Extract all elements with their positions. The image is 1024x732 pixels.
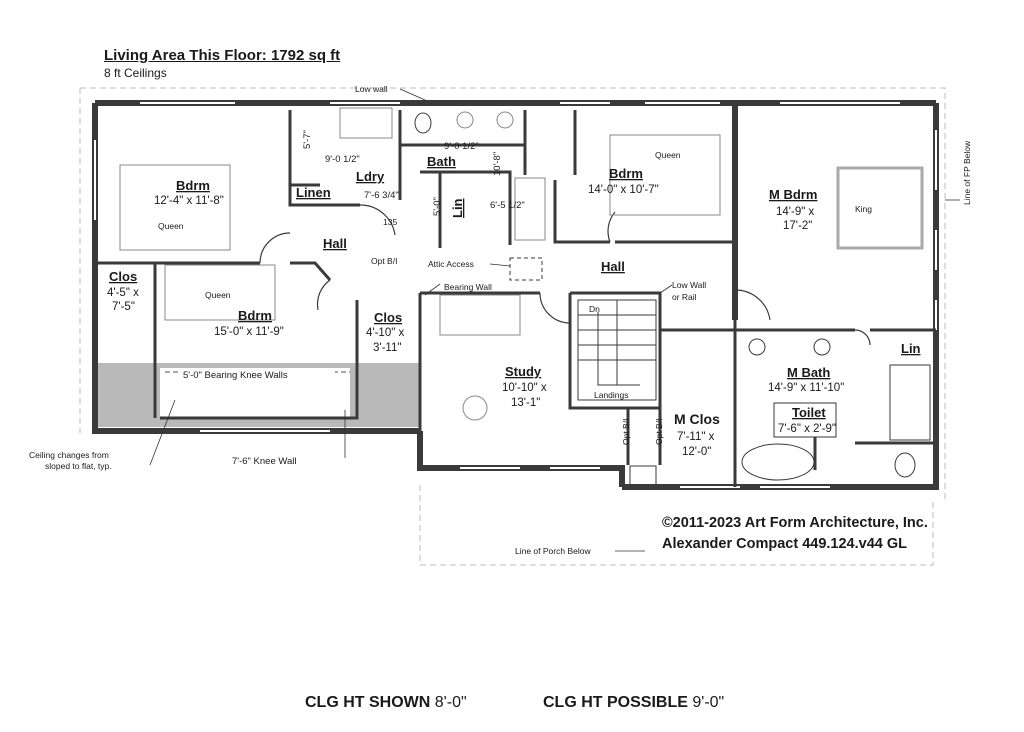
dim-5-0: 5'-0" — [432, 197, 443, 216]
mbath-dims: 14'-9" x 11'-10" — [768, 382, 844, 394]
plan-header: Living Area This Floor: 1792 sq ft 8 ft … — [104, 47, 340, 80]
dim-10-8: 10'-8" — [492, 152, 503, 176]
staircase — [577, 299, 657, 401]
dim-5-7: 5'-7" — [302, 130, 313, 149]
bed-label-queen-3: Queen — [655, 150, 681, 160]
mbath-label: M Bath — [787, 365, 830, 380]
ceiling-shown: CLG HT SHOWN 8'-0" — [305, 694, 467, 712]
ceiling-possible-value: 9'-0" — [692, 694, 725, 711]
hall-label-1: Hall — [323, 236, 347, 251]
bdrm-sw-dims: 15'-0" x 11'-9" — [214, 326, 284, 338]
plan-model-line: Alexander Compact 449.124.v44 GL — [662, 536, 908, 552]
bearing-wall-note: Bearing Wall — [444, 282, 492, 292]
stair-dn: Dn — [589, 304, 600, 314]
fixtures — [119, 107, 931, 487]
roof-outline — [79, 87, 946, 566]
opt-bi-vertical-1: Opt B/I — [621, 419, 631, 445]
lin-label-1: Lin — [450, 198, 465, 218]
ceiling-height-note: 8 ft Ceilings — [104, 66, 167, 80]
study-dims-2: 13'-1" — [511, 397, 540, 409]
clos-label-2: Clos — [374, 310, 402, 325]
ceiling-changes-note-1: Ceiling changes from — [29, 450, 109, 460]
dim-9-0-left: 9'-0 1/2" — [325, 154, 360, 165]
bed-label-king: King — [855, 204, 872, 214]
linen-label: Linen — [296, 185, 331, 200]
mbdrm-label: M Bdrm — [769, 187, 817, 202]
ceiling-possible: CLG HT POSSIBLE 9'-0" — [543, 694, 724, 712]
leader-lines — [149, 88, 960, 552]
bearing-knee-walls-note: 5'-0" Bearing Knee Walls — [183, 370, 288, 381]
bath-label: Bath — [427, 154, 456, 169]
line-fp-note: Line of FP Below — [962, 140, 972, 205]
dim-9-0-right: 9'-0 1/2" — [444, 141, 479, 152]
study-label: Study — [505, 364, 542, 379]
bdrm-sw-label: Bdrm — [238, 308, 272, 323]
ceiling-shown-value: 8'-0" — [434, 694, 467, 711]
mclos-label: M Clos — [674, 411, 720, 427]
clos-2-dims-2: 3'-11" — [373, 342, 401, 354]
copyright-line: ©2011-2023 Art Form Architecture, Inc. — [662, 515, 928, 531]
attic-access-note: Attic Access — [428, 259, 474, 269]
ceiling-shown-label: CLG HT SHOWN — [305, 694, 431, 711]
knee-wall-label-bg — [180, 368, 335, 381]
low-wall-rail-note-1: Low Wall — [672, 280, 706, 290]
clos-1-dims-2: 7'-5" — [112, 301, 135, 313]
mclos-dims-1: 7'-11" x — [677, 431, 715, 443]
toilet-dims: 7'-6" x 2'-9" — [778, 423, 836, 435]
lin-label-2: Lin — [901, 341, 921, 356]
ceiling-possible-label: CLG HT POSSIBLE — [543, 694, 688, 711]
bed-label-queen-2: Queen — [205, 290, 231, 300]
mclos-dims-2: 12'-0" — [682, 446, 711, 458]
bdrm-nw-label: Bdrm — [176, 178, 210, 193]
clos-1-dims-1: 4'-5" x — [107, 287, 139, 299]
bed-label-queen-1: Queen — [158, 221, 184, 231]
clos-label-1: Clos — [109, 269, 137, 284]
dim-6-5: 6'-5 1/2" — [490, 200, 525, 211]
windows — [94, 102, 937, 488]
study-dims-1: 10'-10" x — [502, 382, 547, 394]
clos-2-dims-1: 4'-10" x — [366, 327, 404, 339]
dim-7-6: 7'-6 3/4" — [364, 190, 399, 201]
door-swings — [259, 204, 871, 346]
living-area-title: Living Area This Floor: 1792 sq ft — [104, 47, 341, 64]
opt-bi-vertical-2: Opt B/I — [654, 419, 664, 445]
copyright-block: ©2011-2023 Art Form Architecture, Inc. A… — [662, 513, 928, 555]
opt-bi-note: Opt B/I — [371, 256, 397, 266]
low-wall-rail-note-2: or Rail — [672, 292, 697, 302]
knee-wall-note: 7'-6" Knee Wall — [232, 456, 297, 467]
ceiling-changes-note-2: sloped to flat, typ. — [45, 461, 112, 471]
toilet-label: Toilet — [792, 405, 826, 420]
stair-landings: Landings — [594, 390, 629, 400]
low-wall-note: Low wall — [355, 84, 388, 94]
dim-135: 135 — [383, 217, 397, 227]
bdrm-n-label: Bdrm — [609, 166, 643, 181]
toilet-box — [773, 402, 837, 438]
ldry-label: Ldry — [356, 169, 385, 184]
bdrm-nw-dims: 12'-4" x 11'-8" — [154, 195, 224, 207]
line-porch-note: Line of Porch Below — [515, 546, 591, 556]
bdrm-n-dims: 14'-0" x 10'-7" — [588, 184, 659, 196]
hall-label-2: Hall — [601, 259, 625, 274]
interior-walls — [95, 110, 936, 487]
mbdrm-dims-2: 17'-2" — [783, 220, 812, 232]
mbdrm-dims-1: 14'-9" x — [776, 206, 814, 218]
